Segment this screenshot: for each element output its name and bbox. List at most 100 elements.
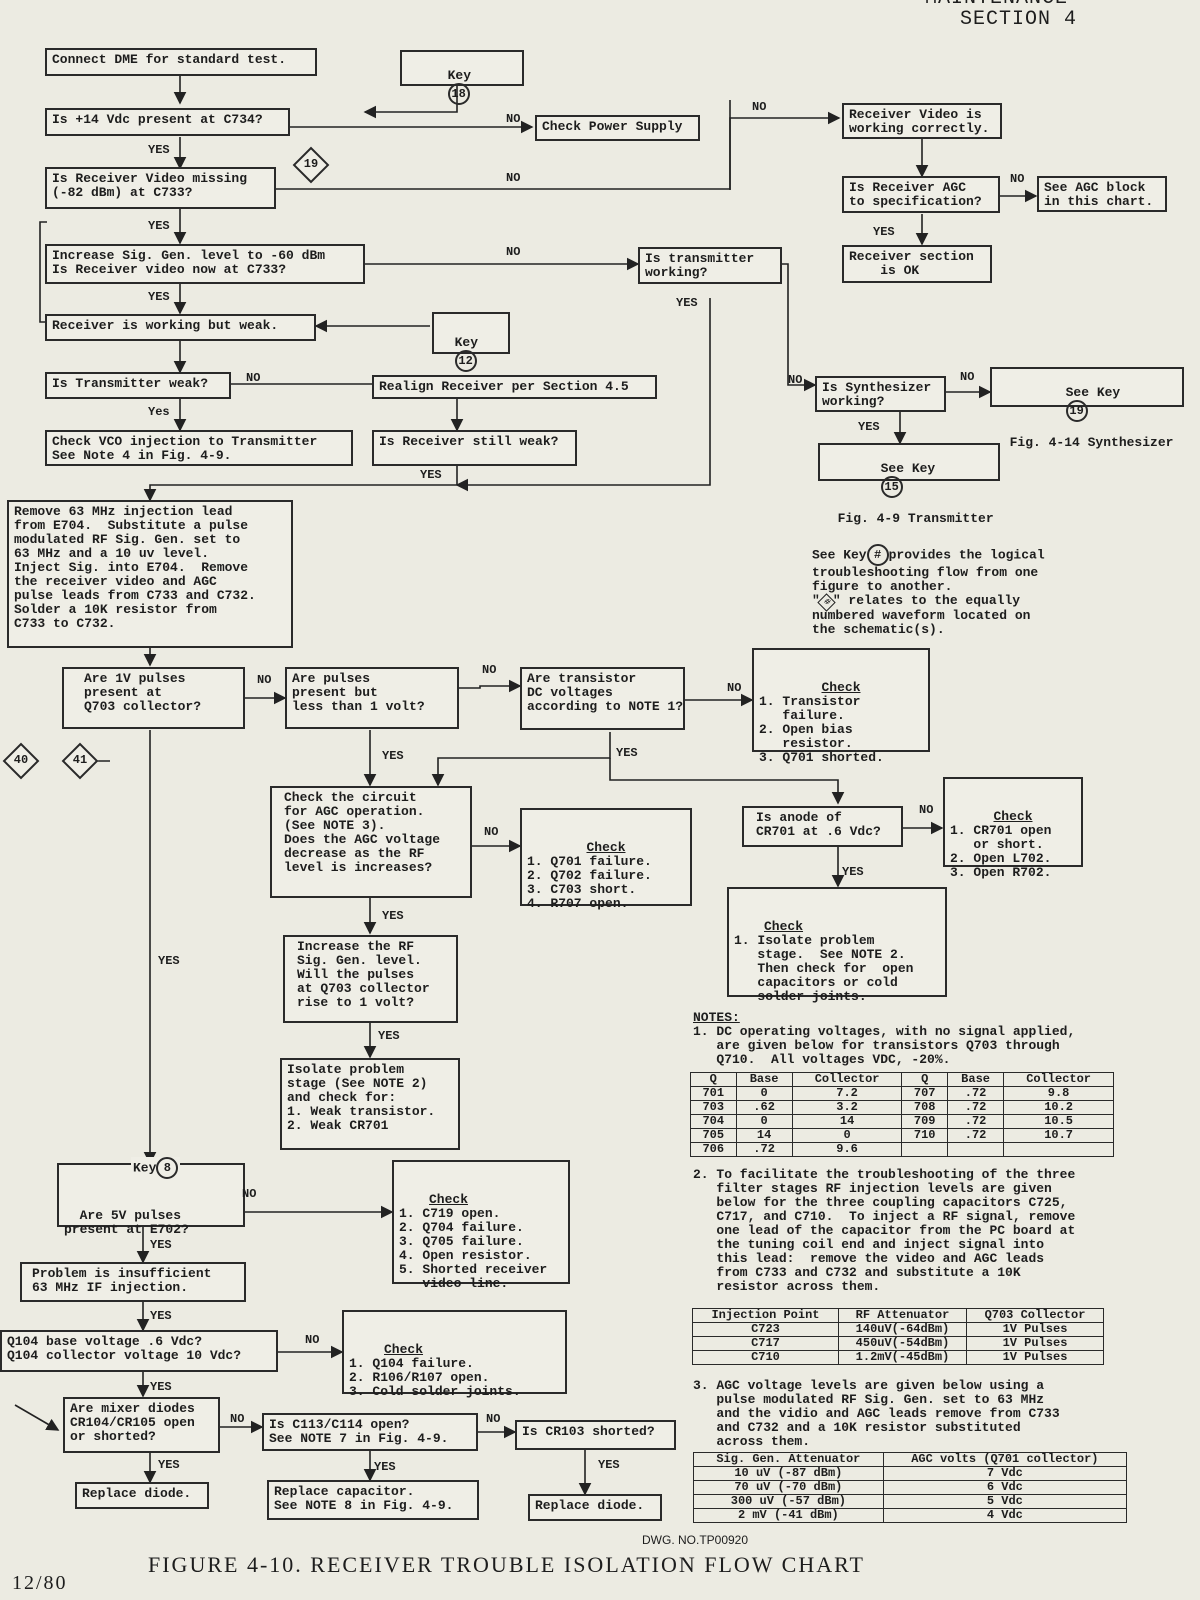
cell: .72 bbox=[946, 1128, 1005, 1143]
waveform-41-number: 41 bbox=[72, 753, 88, 767]
yes-label: YES bbox=[148, 290, 170, 304]
table-row: 70 uV (-70 dBm)6 Vdc bbox=[693, 1480, 1128, 1495]
legend-quote-open: " bbox=[812, 593, 820, 608]
check-items: 1. Q701 failure. 2. Q702 failure. 3. C70… bbox=[527, 854, 652, 911]
legend-waveform-text: " relates to the equally numbered wavefo… bbox=[812, 593, 1031, 637]
no-label: NO bbox=[727, 681, 742, 695]
yes-label: YES bbox=[150, 1238, 172, 1252]
box-isolate-stage: Isolate problem stage (See NOTE 2) and c… bbox=[280, 1058, 460, 1150]
box-see-agc-block: See AGC block in this chart. bbox=[1037, 176, 1167, 212]
box-receiver-section-ok: Receiver section is OK bbox=[842, 245, 992, 283]
table-row: 10 uV (-87 dBm)7 Vdc bbox=[693, 1466, 1128, 1481]
check-title: Check bbox=[821, 680, 861, 695]
cell: 10.2 bbox=[1003, 1100, 1114, 1115]
box-cr103: Is CR103 shorted? bbox=[515, 1420, 676, 1450]
box-remove-63mhz: Remove 63 MHz injection lead from E704. … bbox=[7, 500, 293, 648]
key-circle: 15 bbox=[880, 476, 903, 498]
yes-label: YES bbox=[150, 1380, 172, 1394]
col-header: Q bbox=[690, 1072, 737, 1087]
yes-label: YES bbox=[148, 143, 170, 157]
cell: 4 Vdc bbox=[882, 1508, 1128, 1523]
box-anode-cr701: Is anode of CR701 at .6 Vdc? bbox=[742, 806, 903, 847]
yes-label: YES bbox=[842, 865, 864, 879]
note-3: 3. AGC voltage levels are given below us… bbox=[693, 1378, 1060, 1449]
no-label: NO bbox=[506, 112, 521, 126]
box-check-vco: Check VCO injection to Transmitter See N… bbox=[45, 430, 353, 466]
cell: C710 bbox=[692, 1350, 839, 1365]
no-label: NO bbox=[960, 370, 975, 384]
box-replace-diode-2: Replace diode. bbox=[528, 1494, 662, 1521]
legend-key-circle: # bbox=[866, 544, 889, 566]
no-label: NO bbox=[752, 100, 767, 114]
no-label: NO bbox=[1010, 172, 1025, 186]
check-title: Check bbox=[586, 840, 626, 855]
cell: 14 bbox=[791, 1114, 903, 1129]
box-increase-sig-gen: Increase Sig. Gen. level to -60 dBm Is R… bbox=[45, 244, 365, 284]
yes-label: YES bbox=[158, 954, 180, 968]
cell: .72 bbox=[735, 1142, 793, 1157]
no-label: NO bbox=[230, 1412, 245, 1426]
yes-label: YES bbox=[374, 1460, 396, 1474]
cell: 1.2mV(-45dBm) bbox=[837, 1350, 967, 1365]
key-18-box: Key 18 bbox=[400, 50, 524, 105]
col-header: Collector bbox=[1003, 1072, 1114, 1087]
table-row: 300 uV (-57 dBm)5 Vdc bbox=[693, 1494, 1128, 1509]
waveform-19-number: 19 bbox=[303, 157, 319, 171]
box-see-key-15: See Key 15 Fig. 4-9 Transmitter bbox=[818, 443, 1000, 526]
col-header: Q bbox=[901, 1072, 948, 1087]
col-header: Q703 Collector bbox=[965, 1308, 1105, 1323]
cell bbox=[946, 1142, 1005, 1157]
figure-caption: FIGURE 4-10. RECEIVER TROUBLE ISOLATION … bbox=[148, 1552, 865, 1577]
yes-label: YES bbox=[858, 420, 880, 434]
cell bbox=[901, 1142, 948, 1157]
see-key-label: See Key bbox=[880, 461, 936, 476]
key-12-box: Key 12 bbox=[432, 312, 510, 372]
box-connect-dme: Connect DME for standard test. bbox=[45, 48, 317, 76]
cell: .72 bbox=[946, 1100, 1005, 1115]
check-title: Check bbox=[993, 809, 1033, 824]
waveform-40-number: 40 bbox=[13, 753, 29, 767]
yes-label: YES bbox=[420, 468, 442, 482]
yes-label: YES bbox=[676, 296, 698, 310]
box-pulses-less-1v: Are pulses present but less than 1 volt? bbox=[285, 667, 459, 729]
cell: 6 Vdc bbox=[882, 1480, 1128, 1495]
cell: C717 bbox=[692, 1336, 839, 1351]
col-header: Collector bbox=[791, 1072, 903, 1087]
box-see-key-19: See Key 19 Fig. 4-14 Synthesizer bbox=[990, 367, 1184, 450]
legend-waveform: "#" relates to the equally numbered wave… bbox=[812, 580, 1030, 637]
box-mixer-diodes: Are mixer diodes CR104/CR105 open or sho… bbox=[63, 1397, 220, 1453]
key-circle: 12 bbox=[454, 350, 477, 372]
check-items: 1. C719 open. 2. Q704 failure. 3. Q705 f… bbox=[399, 1206, 548, 1291]
cell: 10 uV (-87 dBm) bbox=[693, 1466, 884, 1481]
yes-label: YES bbox=[873, 225, 895, 239]
cell: 0 bbox=[735, 1086, 793, 1101]
cell: 7.2 bbox=[791, 1086, 903, 1101]
box-transmitter-weak: Is Transmitter weak? bbox=[45, 372, 231, 399]
legend-key: See Key#provides the logical troubleshoo… bbox=[812, 530, 1045, 594]
yes-label: YES bbox=[616, 746, 638, 760]
key-label: Key bbox=[133, 1160, 157, 1176]
col-header: AGC volts (Q701 collector) bbox=[882, 1452, 1128, 1467]
key-circle: 19 bbox=[1065, 400, 1088, 422]
cell: 709 bbox=[901, 1114, 948, 1129]
cell bbox=[1003, 1142, 1114, 1157]
date-stamp: 12/80 bbox=[12, 1572, 68, 1594]
no-label: NO bbox=[788, 373, 803, 387]
yes-label: YES bbox=[598, 1458, 620, 1472]
box-realign-receiver: Realign Receiver per Section 4.5 bbox=[372, 375, 657, 399]
cell: 3.2 bbox=[791, 1100, 903, 1115]
check-title: Check bbox=[429, 1192, 469, 1207]
cell: 707 bbox=[901, 1086, 948, 1101]
fig-ref: Fig. 4-9 Transmitter bbox=[837, 511, 994, 526]
col-header: Base bbox=[735, 1072, 793, 1087]
legend-key-text: provides the logical troubleshooting flo… bbox=[812, 547, 1045, 594]
check-items: 1. CR701 open or short. 2. Open L702. 3.… bbox=[950, 823, 1052, 880]
